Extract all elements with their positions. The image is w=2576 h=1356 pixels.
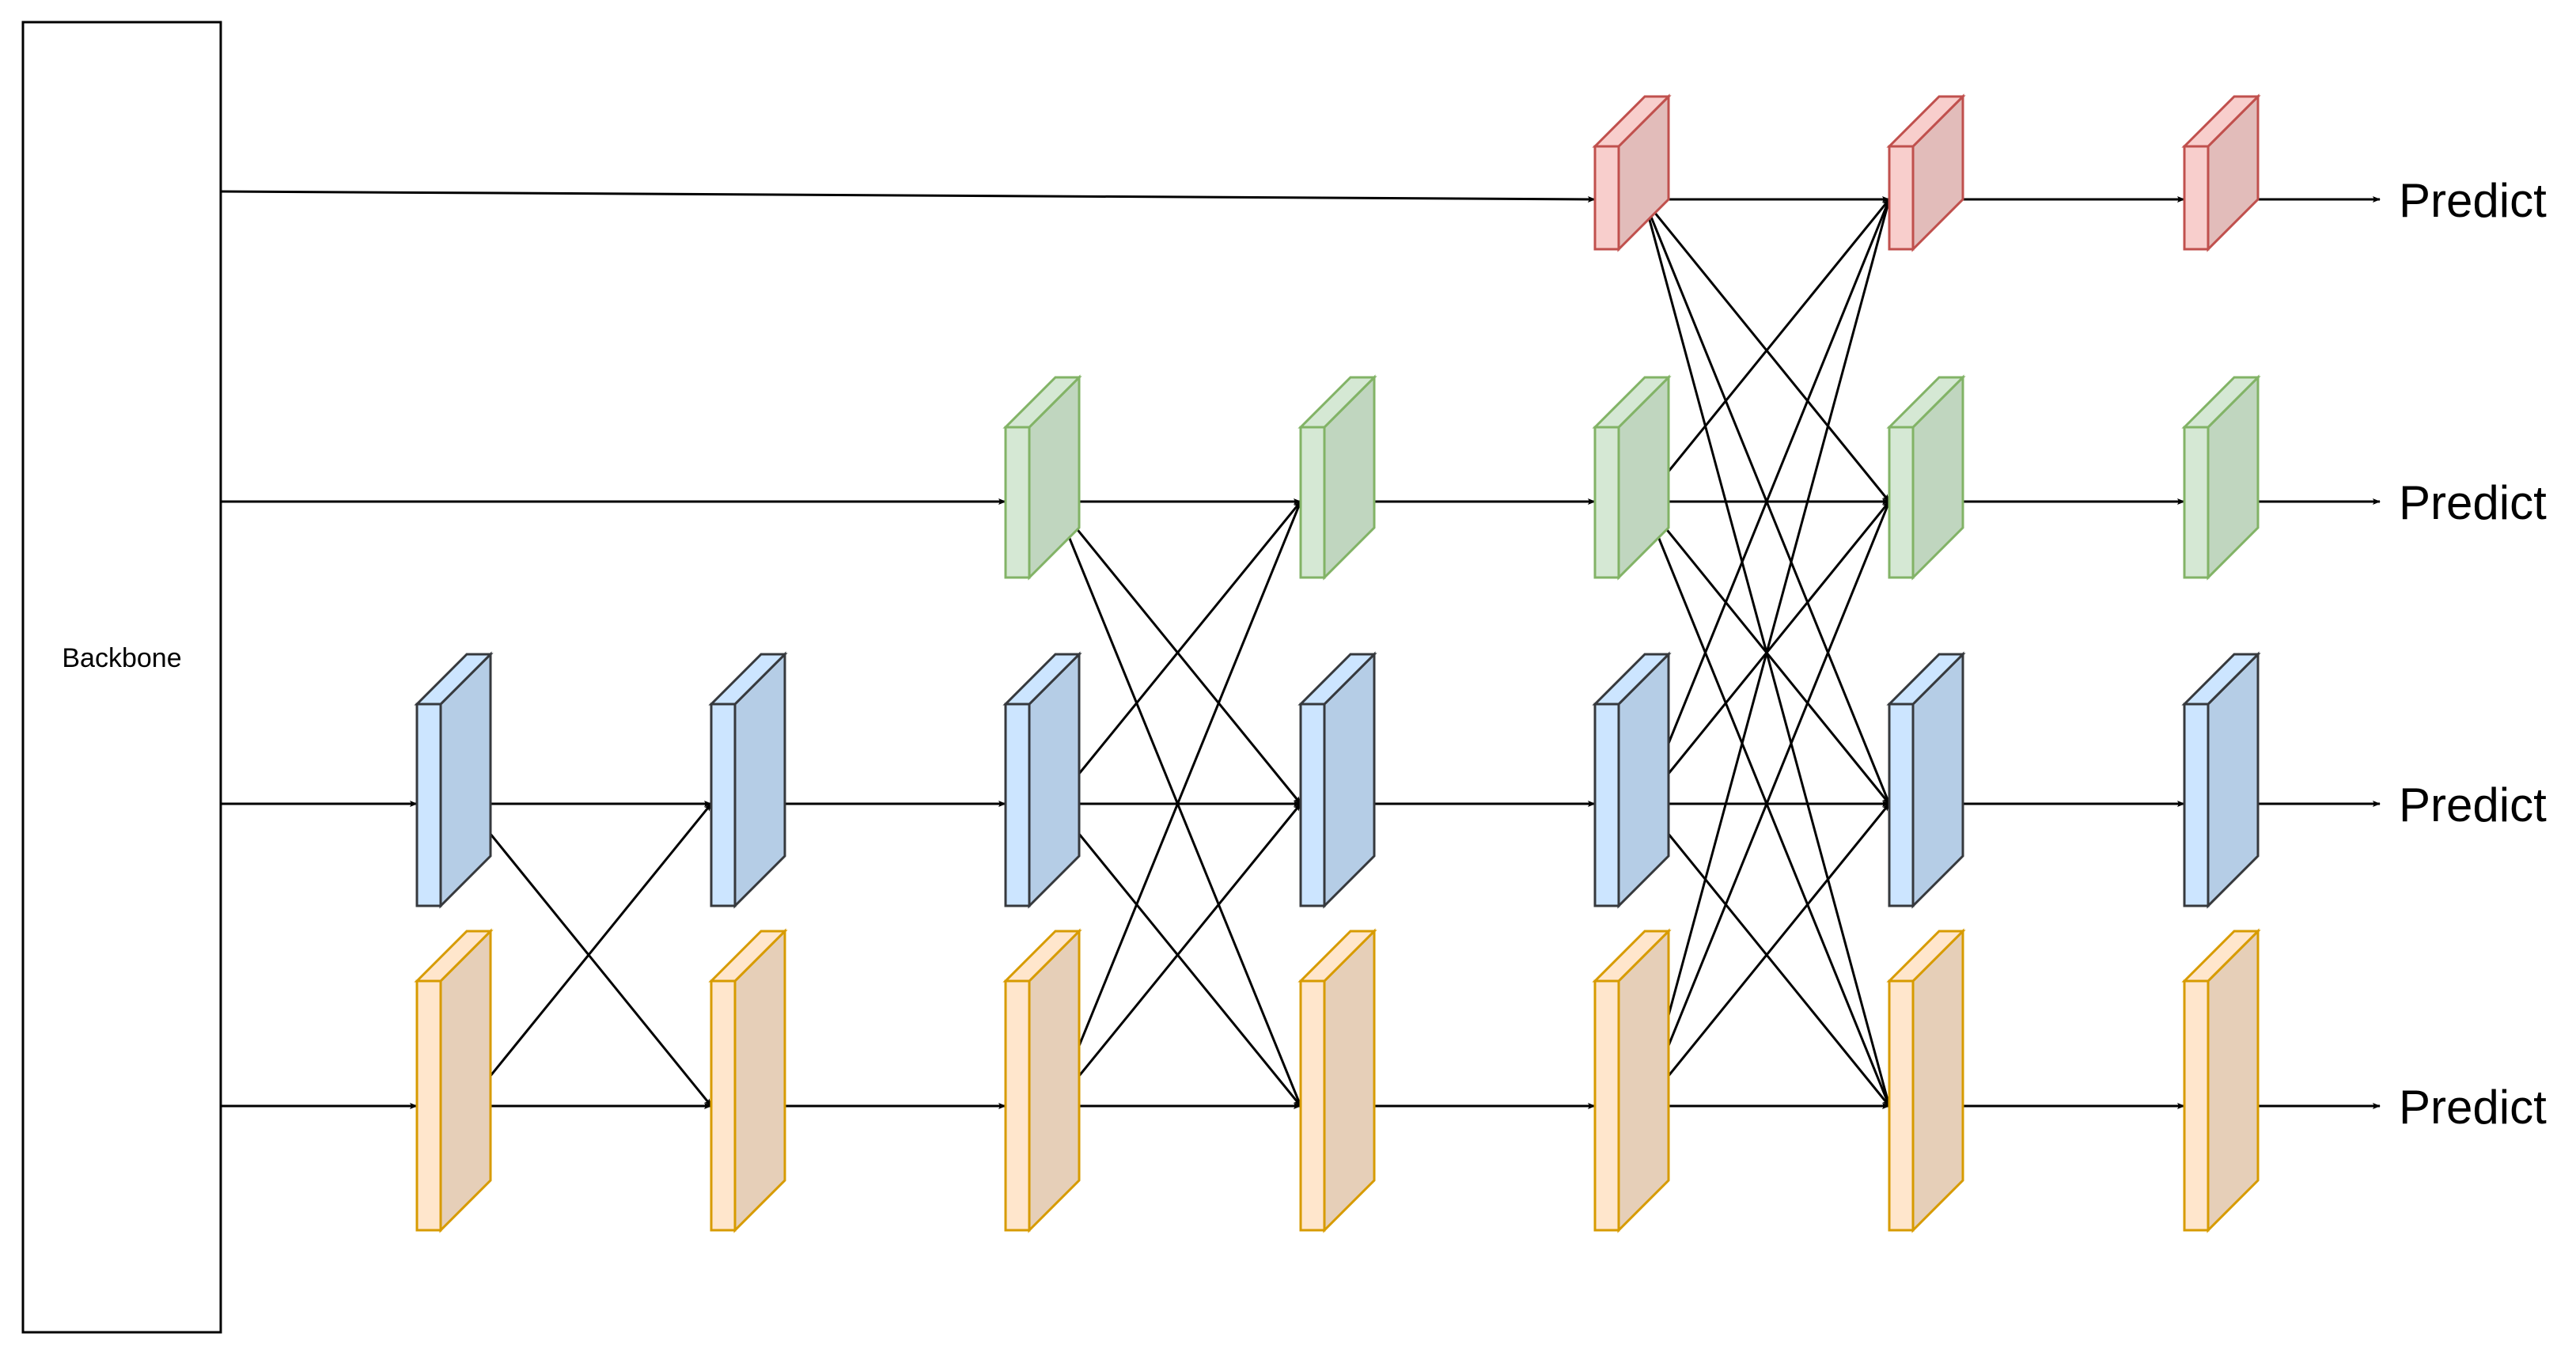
block-front-face [1888,979,1915,1232]
connection-lines [220,190,2381,1109]
feature-block-p2-stage-1 [414,928,494,1233]
feature-block-p2-stage-5 [1592,928,1672,1233]
feature-block-p4-stage-5 [1592,374,1672,581]
feature-block-p4-stage-4 [1297,374,1377,581]
block-side-face [1617,928,1670,1233]
feature-block-p3-stage-5 [1592,651,1672,909]
feature-block-p3-stage-6 [1886,651,1966,909]
fusion-arrow-s3-p2-to-s4-p4 [1053,501,1302,1107]
feature-block-p3-stage-3 [1002,651,1082,909]
fusion-arrow-s5-p3-to-s6-p5 [1642,199,1891,805]
fusion-arrow-s3-p3-to-s4-p4 [1053,501,1302,805]
feature-block-p2-stage-7 [2181,928,2261,1233]
feature-block-p3-stage-4 [1297,651,1377,909]
feature-block-p2-stage-2 [708,928,788,1233]
block-front-face [2183,979,2210,1232]
block-front-face [415,979,442,1232]
fusion-arrow-s1-p2-to-s2-p3 [464,803,713,1107]
feature-block-p3-stage-1 [414,651,494,909]
block-front-face [2183,145,2210,251]
block-front-face [1593,426,1620,579]
block-front-face [710,703,737,907]
block-side-face [1323,928,1376,1233]
fusion-arrow-s3-p2-to-s4-p3 [1053,803,1302,1107]
feature-block-p4-stage-6 [1886,374,1966,581]
block-side-face [1028,928,1081,1233]
block-front-face [415,703,442,907]
block-front-face [710,979,737,1232]
feature-map-blocks [414,93,2261,1233]
feature-block-p2-stage-4 [1297,928,1377,1233]
block-side-face [439,928,492,1233]
block-front-face [1593,979,1620,1232]
block-front-face [1004,703,1031,907]
feature-block-p2-stage-3 [1002,928,1082,1233]
predict-label-p5: Predict [2399,174,2547,227]
block-front-face [2183,703,2210,907]
fusion-arrow-s5-p2-to-s6-p4 [1642,501,1891,1107]
feature-block-p5-stage-6 [1886,93,1966,252]
feature-block-p4-stage-3 [1002,374,1082,581]
block-front-face [1888,145,1915,251]
fusion-arrow-s5-p2-to-s6-p3 [1642,803,1891,1107]
block-front-face [1593,145,1620,251]
block-front-face [1888,703,1915,907]
feature-block-p2-stage-6 [1886,928,1966,1233]
predict-label-p3: Predict [2399,778,2547,831]
feature-block-p3-stage-2 [708,651,788,909]
block-front-face [1299,703,1326,907]
feature-block-p3-stage-7 [2181,651,2261,909]
block-side-face [733,928,786,1233]
fusion-arrow-s5-p4-to-s6-p5 [1642,199,1891,502]
backbone-arrow-p5 [220,190,1596,203]
backbone-label: Backbone [62,643,181,673]
feature-block-p4-stage-7 [2181,374,2261,581]
fusion-arrow-s5-p2-to-s6-p5 [1642,199,1891,1107]
block-front-face [2183,426,2210,579]
feature-block-p5-stage-7 [2181,93,2261,252]
block-front-face [1004,426,1031,579]
block-front-face [1888,426,1915,579]
block-front-face [1299,979,1326,1232]
feature-block-p5-stage-5 [1592,93,1672,252]
block-front-face [1004,979,1031,1232]
block-side-face [2207,928,2260,1233]
backbone-box [21,21,222,1334]
predict-label-p4: Predict [2399,476,2547,529]
predict-label-p2: Predict [2399,1081,2547,1134]
block-side-face [1911,928,1964,1233]
block-front-face [1593,703,1620,907]
block-front-face [1299,426,1326,579]
